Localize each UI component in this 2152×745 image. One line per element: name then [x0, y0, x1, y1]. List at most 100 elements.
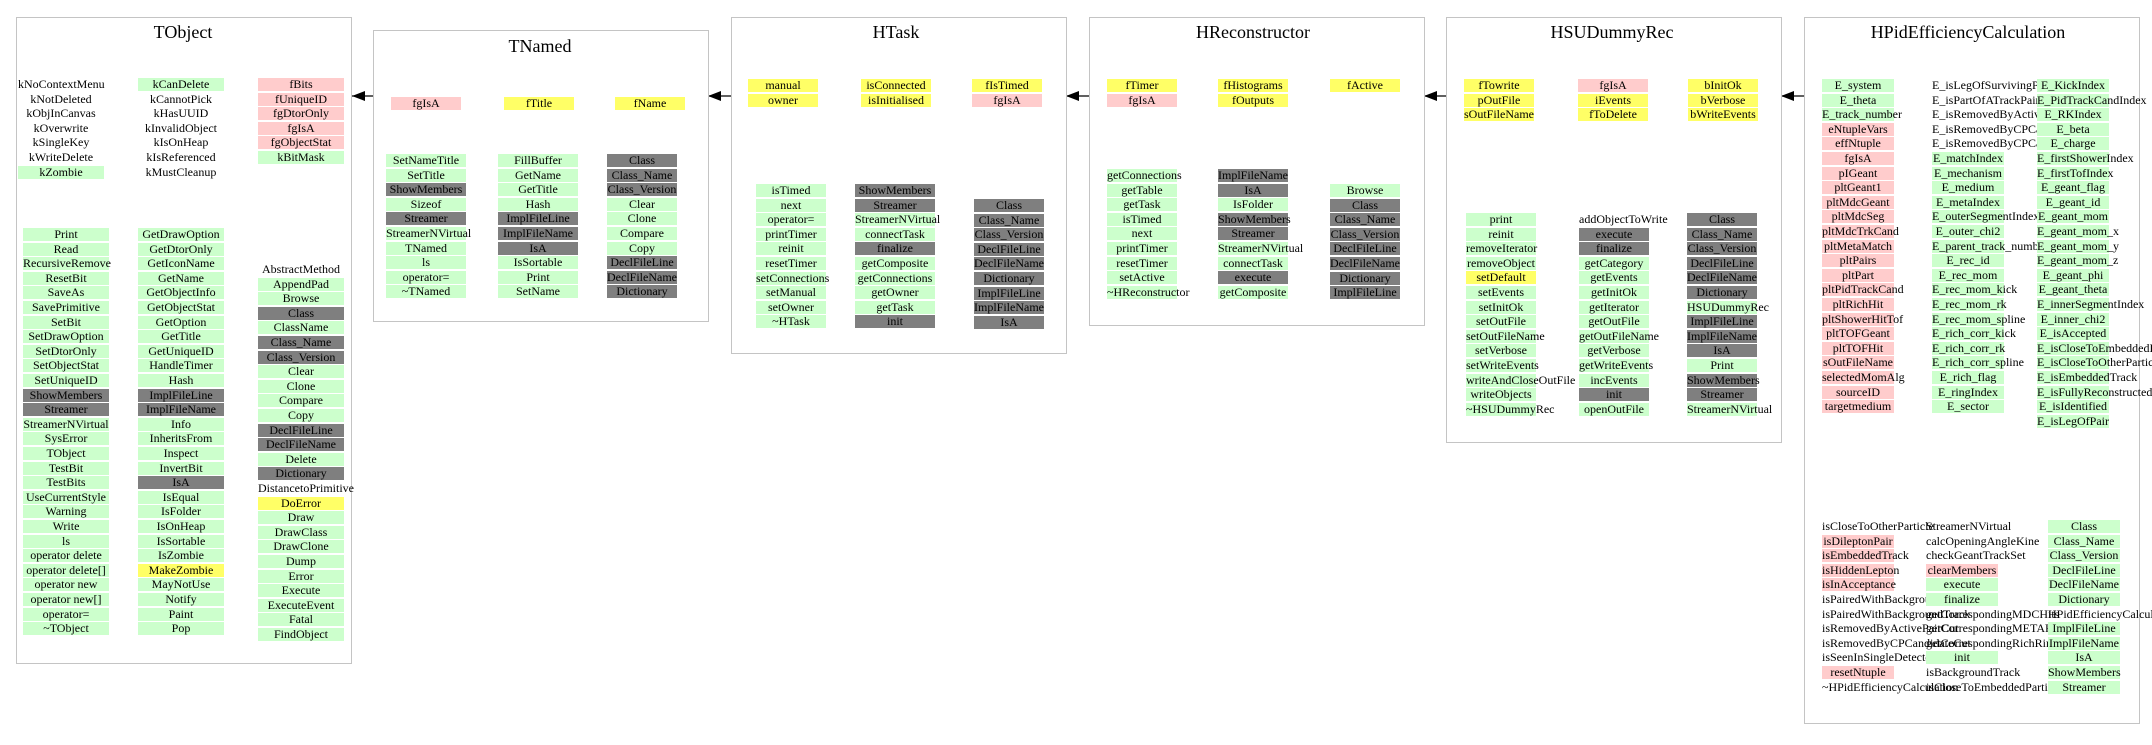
member-cell: kBitMask: [258, 151, 344, 164]
member-cell: getTask: [1107, 198, 1177, 212]
member-cell: fName: [615, 97, 685, 110]
member-cell: kMustCleanup: [145, 164, 217, 179]
member-cell: kCanDelete: [138, 78, 224, 91]
member-cell: Streamer: [1218, 227, 1288, 241]
arrow-htask-to-tnamed: [708, 91, 731, 101]
member-cell: Warning: [23, 505, 109, 519]
class-title: HPidEfficiencyCalculation: [1870, 22, 2066, 42]
member-cell: ShowMembers: [1687, 372, 1760, 387]
member-cell: addObjectToWrite: [1579, 212, 1668, 226]
member-cell: isDileptonPair: [1822, 533, 1894, 548]
member-cell: setOutFile: [1466, 315, 1536, 329]
member-cell: Class_Name: [1687, 227, 1757, 241]
member-cell: E_outer_chi2: [1932, 225, 2004, 238]
member-cell: pltGeant1: [1822, 181, 1894, 195]
member-cell: Class: [258, 306, 344, 320]
member-cell: Class_Version: [258, 350, 344, 364]
member-cell: ls: [23, 534, 109, 548]
member-cell: Dictionary: [258, 467, 344, 481]
member-cell: Paint: [138, 607, 224, 621]
member-cell: isEmbeddedTrack: [1822, 548, 1909, 563]
member-cell: DeclFileName: [1687, 270, 1757, 285]
member-cell: ~HSUDummyRec: [1466, 401, 1555, 416]
member-cell: TestBits: [23, 476, 109, 490]
member-cell: Class_Name: [2048, 534, 2120, 548]
member-cell: kIsReferenced: [146, 150, 216, 164]
member-cell: ResetBit: [23, 271, 109, 285]
member-cell: getCategory: [1579, 256, 1649, 270]
member-cell: E_PidTrackCandIndex: [2037, 92, 2147, 107]
member-cell: Class: [974, 199, 1044, 212]
member-cell: Read: [23, 242, 109, 256]
member-cell: E_isEmbeddedTrack: [2037, 370, 2138, 384]
member-cell: fHistograms: [1218, 79, 1288, 92]
member-cell: FindObject: [258, 628, 344, 641]
member-cell: selectedMomAlg: [1822, 370, 1905, 384]
member-cell: SetNameTitle: [386, 154, 466, 167]
member-cell: pltPairs: [1822, 254, 1894, 268]
member-cell: isCloseToEmbeddedParticle: [1926, 679, 2062, 694]
member-cell: execute: [1579, 227, 1649, 241]
member-cell: fUniqueID: [258, 92, 344, 106]
member-cell: operator=: [756, 213, 826, 227]
member-cell: init: [1926, 651, 1998, 665]
member-cell: fBits: [258, 78, 344, 91]
member-cell: Notify: [138, 593, 224, 606]
member-cell: isPairedWithBackgroundTrack: [1822, 607, 1970, 621]
member-cell: setInitOk: [1466, 300, 1536, 314]
member-cell: Hash: [138, 374, 224, 387]
member-cell: pltRichHit: [1822, 298, 1894, 311]
member-cell: isHiddenLepton: [1822, 562, 1900, 577]
member-cell: setOutFileName: [1466, 328, 1545, 343]
member-cell: manual: [748, 79, 818, 92]
member-cell: setDefault: [1466, 271, 1536, 285]
member-cell: fgIsA: [972, 93, 1042, 107]
member-cell: print: [1466, 213, 1536, 226]
member-cell: DeclFileLine: [2048, 563, 2120, 577]
member-cell: calcOpeningAngleKine: [1926, 533, 2040, 548]
member-cell: StreamerNVirtual: [1926, 519, 2012, 533]
member-cell: E_parent_track_number: [1932, 238, 2048, 253]
member-cell: getComposite: [855, 257, 935, 270]
member-cell: E_isFullyReconstructed: [2037, 384, 2152, 399]
member-cell: Class_Version: [607, 182, 677, 197]
arrow-tnamed-to-tobject: [352, 91, 373, 101]
member-cell: E_rich_flag: [1932, 371, 2004, 384]
member-cell: ShowMembers: [2048, 665, 2121, 679]
member-cell: fgIsA: [391, 97, 461, 110]
member-cell: sourceID: [1822, 385, 1894, 399]
member-cell: kNoContextMenu: [18, 77, 105, 91]
member-cell: Dictionary: [1330, 271, 1400, 285]
member-cell: kIsOnHeap: [153, 135, 209, 150]
member-cell: TNamed: [386, 241, 466, 255]
member-cell: AbstractMethod: [262, 262, 340, 276]
member-cell: IsEqual: [138, 490, 224, 504]
member-cell: ls: [386, 256, 466, 270]
member-cell: ExecuteEvent: [258, 598, 344, 612]
member-cell: resetNtuple: [1822, 666, 1894, 679]
member-cell: TObject: [23, 447, 109, 460]
member-cell: Hash: [498, 197, 578, 211]
member-cell: bVerbose: [1688, 93, 1758, 107]
member-cell: UseCurrentStyle: [23, 490, 109, 504]
member-cell: SysError: [23, 432, 109, 446]
class-title: TObject: [153, 22, 213, 42]
member-cell: setWriteEvents: [1466, 358, 1539, 372]
member-cell: isInitialised: [861, 93, 931, 107]
member-cell: kCannotPick: [150, 91, 212, 106]
member-cell: removeObject: [1466, 255, 1536, 270]
member-cell: Class_Version: [974, 227, 1044, 242]
member-cell: IsSortable: [498, 256, 578, 270]
member-cell: Error: [258, 569, 344, 583]
member-cell: DrawClass: [258, 525, 344, 539]
member-cell: fIsTimed: [972, 79, 1042, 92]
member-cell: pltPart: [1822, 268, 1894, 282]
member-cell: Copy: [258, 409, 344, 422]
member-cell: Dictionary: [974, 272, 1044, 285]
member-cell: effNtuple: [1822, 137, 1894, 151]
member-cell: SetName: [498, 285, 578, 299]
arrow-hreconstructor-to-htask: [1066, 91, 1089, 101]
member-cell: kHasUUID: [153, 106, 209, 121]
member-cell: E_rec_id: [1932, 254, 2004, 268]
member-cell: Compare: [258, 394, 344, 408]
